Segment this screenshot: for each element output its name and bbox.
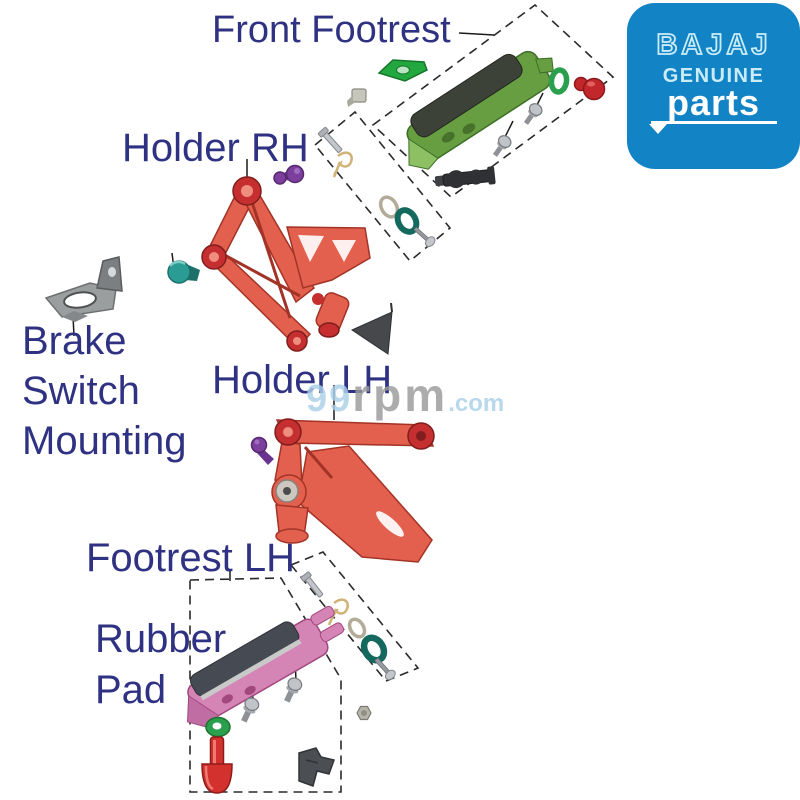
watermark-tld: .com xyxy=(448,390,505,417)
hex-nut-part xyxy=(356,705,372,721)
bajaj-genuine-parts-logo: BAJAJ GENUINE parts xyxy=(627,3,800,169)
bolt-part xyxy=(523,103,543,125)
watermark-name: rpm xyxy=(352,369,449,421)
cotter-pin-part xyxy=(332,151,353,178)
bolt-part xyxy=(492,135,512,157)
label-line: Switch xyxy=(22,369,140,413)
label-brake-switch-mounting: Brake Switch Mounting xyxy=(22,316,187,466)
screw-part xyxy=(374,657,396,681)
purple-bolt-part xyxy=(250,436,274,465)
screw-part xyxy=(413,226,436,248)
label-rubber-pad: Rubber Pad xyxy=(95,614,226,716)
purple-knob-part xyxy=(273,164,305,185)
teal-oring-part xyxy=(360,634,388,664)
green-oring-part xyxy=(548,67,570,95)
label-line: Rubber xyxy=(95,617,227,661)
washer-part xyxy=(378,195,400,219)
holder-rh-part xyxy=(201,176,371,352)
green-bracket-part xyxy=(377,59,428,82)
wedge-part xyxy=(350,302,393,355)
front-footrest-pointer-line xyxy=(458,32,495,36)
clevis-pin-part xyxy=(300,571,324,598)
front-footrest-part xyxy=(406,50,554,170)
label-line: Brake xyxy=(22,319,127,363)
bolt-part xyxy=(284,677,303,703)
watermark-prefix: 99 xyxy=(306,378,353,420)
holder-lh-part xyxy=(271,418,435,563)
logo-underline xyxy=(648,121,777,134)
front-footrest-group-outline xyxy=(371,3,615,199)
footrest-lh-group-outline xyxy=(189,577,342,793)
label-line: Mounting xyxy=(22,419,187,463)
logo-subtitle-text: GENUINE xyxy=(662,65,765,87)
label-holder-rh: Holder RH xyxy=(122,126,309,170)
washer-part xyxy=(347,617,367,639)
label-footrest-lh: Footrest LH xyxy=(86,536,295,580)
clevis-pin-part xyxy=(317,126,343,153)
dark-clip-part xyxy=(298,747,335,787)
gray-clip-part xyxy=(347,88,367,107)
teal-oring-part xyxy=(394,207,420,235)
axle-bolt-part xyxy=(434,166,496,189)
teal-bolt-part xyxy=(167,260,200,284)
pivot-hardware-bottom-outline xyxy=(289,551,420,682)
red-knob-part xyxy=(573,76,606,101)
bolt-axis-line xyxy=(504,120,514,138)
logo-brand-text: BAJAJ xyxy=(656,29,771,61)
bolt-part xyxy=(241,697,260,723)
dashed-outlines xyxy=(189,3,615,793)
brake-switch-mounting-part xyxy=(44,256,123,322)
green-oring-part xyxy=(205,716,231,738)
pivot-hardware-top-outline xyxy=(313,110,452,263)
label-holder-lh: Holder LH xyxy=(212,358,393,402)
label-line: Pad xyxy=(95,668,167,712)
label-front-footrest: Front Footrest xyxy=(212,9,451,51)
red-plunger-part xyxy=(201,736,233,794)
footrest-lh-part xyxy=(187,605,345,729)
logo-product-text: parts xyxy=(666,82,761,123)
logo-brand-wordmark: BAJAJ xyxy=(655,28,771,62)
logo-arrow-icon xyxy=(648,124,667,134)
